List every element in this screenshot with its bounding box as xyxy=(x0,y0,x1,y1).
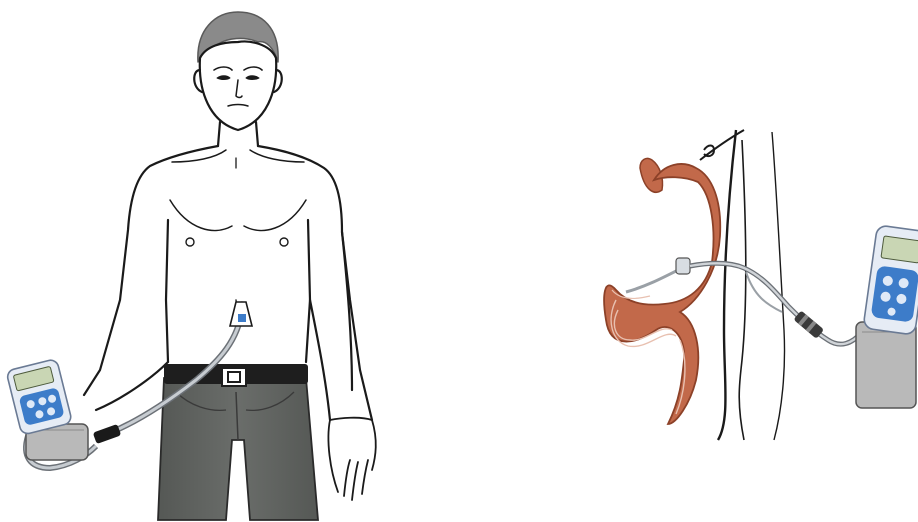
belt xyxy=(164,364,308,386)
stomach-diagram xyxy=(604,130,918,440)
feeding-pump-left xyxy=(6,359,88,460)
right-hand xyxy=(328,418,375,500)
feeding-pump-right xyxy=(856,225,918,408)
torso xyxy=(84,146,218,395)
stomach xyxy=(604,164,720,424)
pants xyxy=(158,378,318,520)
